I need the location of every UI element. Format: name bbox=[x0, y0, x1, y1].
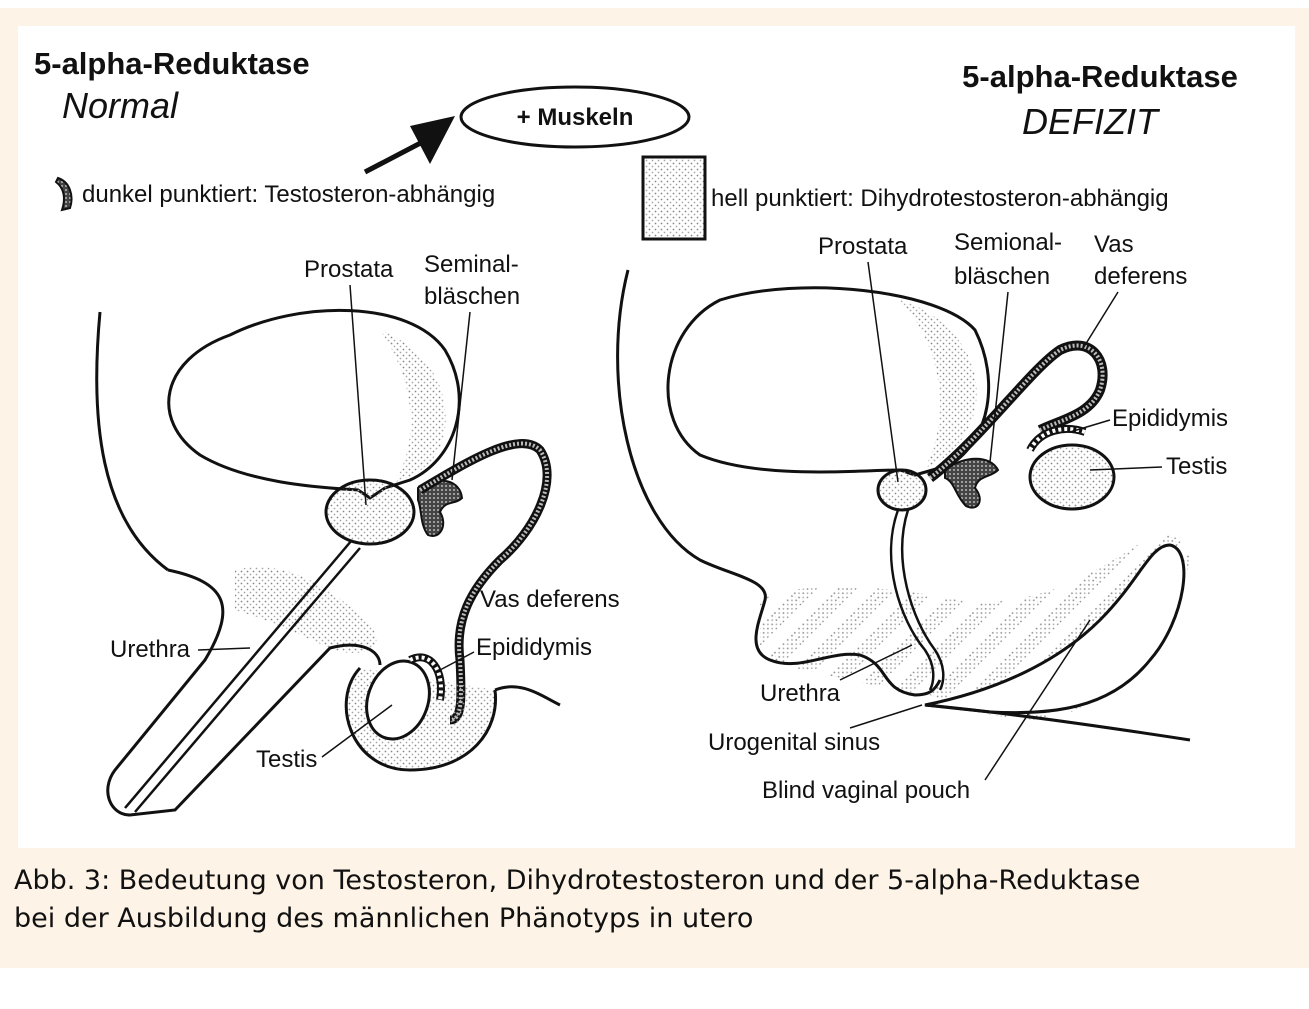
left-bladder bbox=[167, 308, 461, 500]
right-urethra-tube bbox=[889, 509, 935, 691]
left-body-outline bbox=[95, 311, 169, 572]
legend-light-text: hell punktiert: Dihydrotestosteron-abhän… bbox=[711, 185, 1169, 212]
right-vaginal-pouch bbox=[924, 543, 1186, 715]
left-label-urethra: Urethra bbox=[110, 636, 191, 663]
right-label-blind-vaginal-pouch: Blind vaginal pouch bbox=[762, 777, 970, 804]
figure-caption: Abb. 3: Bedeutung von Testosteron, Dihyd… bbox=[14, 862, 1294, 938]
muscle-arrow-head bbox=[410, 116, 455, 164]
right-label-urogenital-sinus: Urogenital sinus bbox=[708, 729, 880, 756]
left-label-prostata: Prostata bbox=[304, 256, 394, 283]
right-label-seminal-2: bläschen bbox=[954, 263, 1050, 290]
left-title: 5-alpha-Reduktase bbox=[34, 46, 310, 81]
left-label-seminal-2: bläschen bbox=[424, 283, 520, 310]
muscle-ellipse bbox=[459, 85, 691, 149]
left-label-epididymis: Epididymis bbox=[476, 634, 592, 661]
legend-dark-swatch bbox=[54, 176, 73, 212]
left-prostate bbox=[324, 478, 416, 546]
right-body-outline bbox=[616, 269, 942, 697]
right-label-urethra: Urethra bbox=[760, 680, 841, 707]
left-seminal-vesicle bbox=[417, 479, 464, 537]
right-seminal-vesicle bbox=[944, 457, 1000, 509]
left-diagram: 5-alpha-Reduktase Normal Prostata Semina… bbox=[34, 46, 620, 817]
caption-line-2: bei der Ausbildung des männlichen Phänot… bbox=[14, 903, 754, 934]
right-prostate bbox=[876, 468, 928, 512]
right-title: 5-alpha-Reduktase bbox=[962, 59, 1238, 94]
left-phallus bbox=[106, 568, 382, 817]
right-label-epididymis: Epididymis bbox=[1112, 405, 1228, 432]
right-diagram: 5-alpha-Reduktase DEFIZIT Prostata Semio… bbox=[616, 59, 1238, 804]
right-testis bbox=[1028, 443, 1116, 511]
legend-dark-text: dunkel punktiert: Testosteron-abhängig bbox=[82, 181, 495, 208]
left-label-testis: Testis bbox=[256, 746, 317, 773]
right-label-prostata: Prostata bbox=[818, 233, 908, 260]
right-label-testis: Testis bbox=[1166, 453, 1227, 480]
right-label-vas-1: Vas bbox=[1094, 231, 1134, 258]
right-subtitle: DEFIZIT bbox=[1022, 101, 1161, 142]
left-urethra-tube bbox=[124, 539, 353, 809]
muscle-annotation: + Muskeln bbox=[363, 85, 691, 175]
right-label-seminal-1: Semional- bbox=[954, 229, 1062, 256]
muscle-label: + Muskeln bbox=[517, 104, 634, 131]
legend: dunkel punktiert: Testosteron-abhängig h… bbox=[54, 155, 1169, 241]
legend-light-swatch bbox=[641, 155, 707, 241]
left-subtitle: Normal bbox=[62, 85, 179, 126]
caption-line-1: Abb. 3: Bedeutung von Testosteron, Dihyd… bbox=[14, 865, 1141, 896]
left-label-vas-deferens: Vas deferens bbox=[480, 586, 620, 613]
left-label-seminal-1: Seminal- bbox=[424, 251, 519, 278]
right-label-vas-2: deferens bbox=[1094, 263, 1187, 290]
